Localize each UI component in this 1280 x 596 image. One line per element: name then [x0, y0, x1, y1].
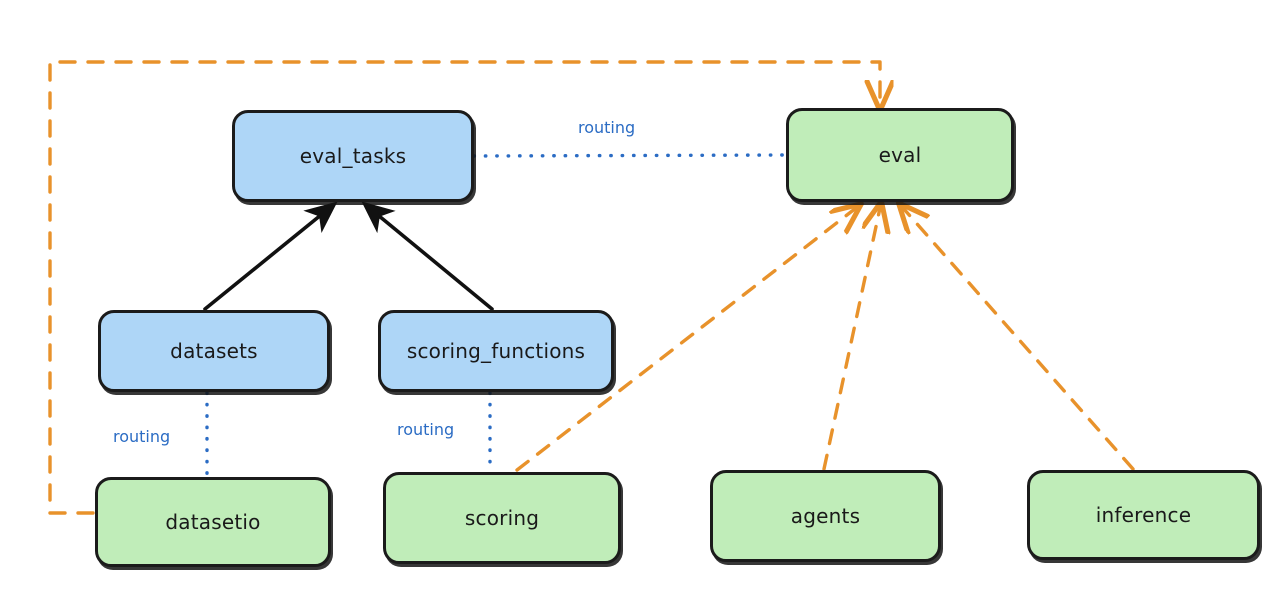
- edge-label-routing-datasets-datasetio: routing: [113, 427, 171, 446]
- edge-datasets-to-eval-tasks: [203, 201, 338, 311]
- edge-inference-to-eval: [903, 208, 1135, 471]
- node-scoring-functions[interactable]: scoring_functions: [378, 310, 614, 392]
- node-label-datasets: datasets: [170, 339, 258, 363]
- node-label-datasetio: datasetio: [165, 510, 261, 534]
- node-label-inference: inference: [1095, 503, 1192, 527]
- edge-scoring-functions-to-eval-tasks: [361, 201, 494, 311]
- node-label-agents: agents: [790, 504, 861, 528]
- node-datasets[interactable]: datasets: [98, 310, 330, 392]
- edge-label-routing-scoring-functions-scoring: routing: [397, 420, 455, 439]
- node-label-eval-tasks: eval_tasks: [299, 144, 407, 168]
- node-label-scoring: scoring: [464, 506, 540, 530]
- node-label-scoring-functions: scoring_functions: [406, 339, 586, 363]
- edge-label-routing-eval-tasks-eval: routing: [578, 118, 636, 137]
- edge-routing-eval-tasks-to-eval: [472, 153, 786, 158]
- node-scoring[interactable]: scoring: [383, 472, 621, 564]
- node-agents[interactable]: agents: [710, 470, 941, 562]
- node-label-eval: eval: [878, 143, 922, 167]
- edge-agents-to-eval: [822, 208, 880, 471]
- node-eval-tasks[interactable]: eval_tasks: [232, 110, 474, 202]
- node-eval[interactable]: eval: [786, 108, 1014, 202]
- node-inference[interactable]: inference: [1027, 470, 1260, 560]
- node-datasetio[interactable]: datasetio: [95, 477, 331, 567]
